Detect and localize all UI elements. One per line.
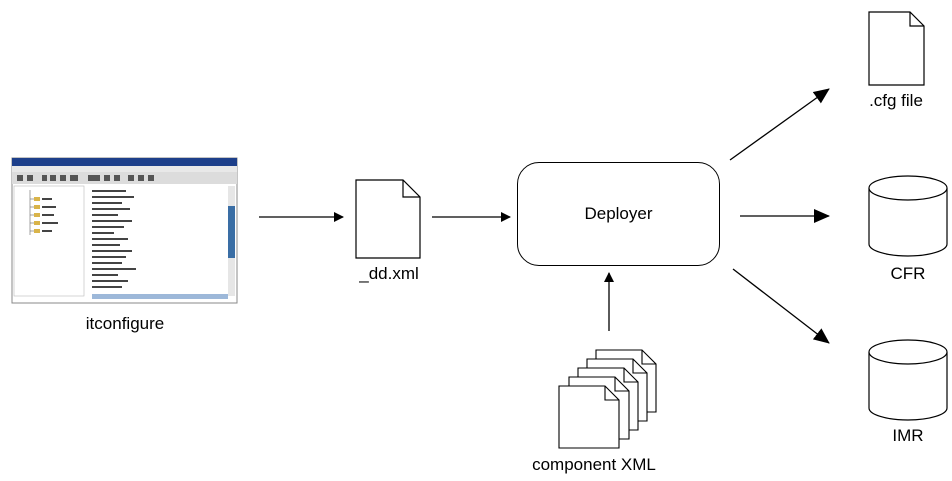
itconfigure-screenshot-icon xyxy=(11,157,238,304)
component-xml-stacked-documents-icon xyxy=(558,349,657,449)
arrow-deployer-to-imr xyxy=(732,268,830,344)
deployer-label: Deployer xyxy=(584,204,653,223)
dd-xml-document-icon xyxy=(355,179,421,259)
component-xml-label: component XML xyxy=(532,455,656,474)
cfr-label: CFR xyxy=(891,264,926,283)
dd-xml-label: _dd.xml xyxy=(358,264,419,283)
deployer-box: Deployer xyxy=(517,162,720,266)
itconfigure-label: itconfigure xyxy=(86,314,164,333)
arrow-deployer-to-cfg-file xyxy=(729,88,830,161)
imr-database-cylinder-icon xyxy=(868,339,948,421)
cfg-file-label: .cfg file xyxy=(869,91,923,110)
cfr-database-cylinder-icon xyxy=(868,175,948,257)
cfg-file-document-icon xyxy=(868,11,925,86)
imr-label: IMR xyxy=(892,426,923,445)
